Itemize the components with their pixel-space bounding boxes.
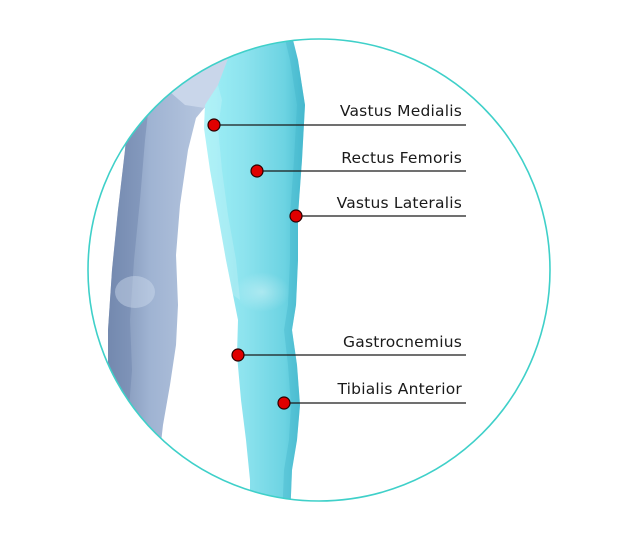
marker-rectus-femoris bbox=[250, 164, 264, 178]
leader-lines bbox=[214, 124, 466, 404]
marker-gastrocnemius bbox=[231, 348, 245, 362]
marker-tibialis-anterior bbox=[277, 396, 291, 410]
labels: Vastus Medialis Rectus Femoris Vastus La… bbox=[336, 102, 462, 398]
markers bbox=[207, 118, 303, 410]
front-leg-highlight bbox=[204, 85, 240, 300]
marker-vastus-lateralis bbox=[289, 209, 303, 223]
back-knee-highlight bbox=[115, 276, 155, 308]
marker-vastus-medialis bbox=[207, 118, 221, 132]
label-vastus-medialis: Vastus Medialis bbox=[340, 102, 462, 120]
label-rectus-femoris: Rectus Femoris bbox=[341, 149, 462, 167]
label-tibialis-anterior: Tibialis Anterior bbox=[336, 380, 462, 398]
circle-frame bbox=[87, 38, 551, 502]
back-leg-shadow bbox=[88, 95, 150, 501]
label-gastrocnemius: Gastrocnemius bbox=[343, 333, 462, 351]
front-knee-highlight bbox=[234, 272, 290, 312]
front-leg-edge bbox=[282, 39, 305, 501]
label-vastus-lateralis: Vastus Lateralis bbox=[337, 194, 462, 212]
leg-figure bbox=[88, 39, 305, 501]
